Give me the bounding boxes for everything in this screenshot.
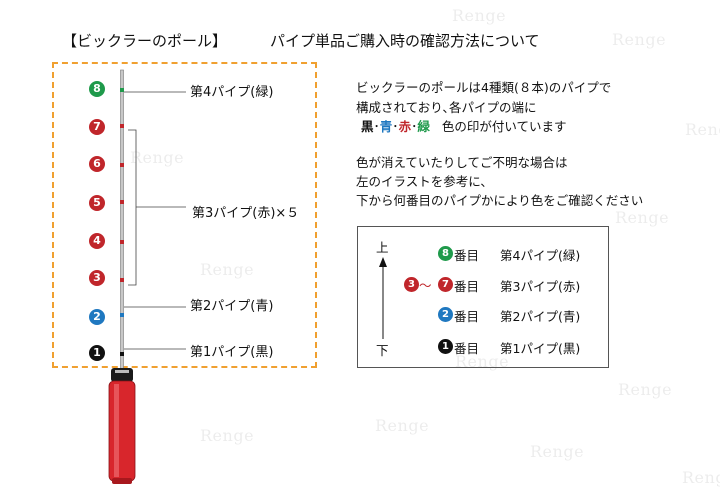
watermark: Renge <box>615 208 670 227</box>
legend-pipe2: 第2パイプ(青) <box>500 309 581 324</box>
pole-illustration-frame: 8 7 6 5 4 3 2 1 第4パイプ(緑) 第3パイプ(赤)×５ 第2パイ… <box>52 62 317 368</box>
pipe-badge-7: 7 <box>89 119 105 135</box>
watermark: Renge <box>530 442 585 461</box>
description-line-2: 構成されており､各パイプの端に <box>356 100 537 115</box>
legend-top-label: 上 <box>376 240 389 255</box>
pipe-mark-1 <box>120 352 124 356</box>
color-blue-text: 青 <box>379 119 393 134</box>
pipe-mark-2 <box>120 313 124 317</box>
legend-banme: 番目 <box>454 279 480 294</box>
watermark: Renge <box>200 260 255 279</box>
handle-bottom <box>112 478 132 484</box>
watermark: Renge <box>452 6 507 25</box>
legend-tilde: 〜 <box>419 278 432 293</box>
pipe-badge-2: 2 <box>89 309 105 325</box>
legend-box: 上 下 8 番目 第4パイプ(緑) 3 〜 7 番目 第3パイプ(赤) 2 番目… <box>357 226 609 368</box>
watermark: Renge <box>375 416 430 435</box>
pipe-badge-8: 8 <box>89 81 105 97</box>
legend-badge-8: 8 <box>438 246 453 261</box>
description-line-3: 黒･青･赤･緑色の印が付いています <box>361 119 567 134</box>
legend-banme: 番目 <box>454 341 480 356</box>
watermark: Renge <box>130 148 185 167</box>
pipe-badge-6: 6 <box>89 156 105 172</box>
pipe-badge-5: 5 <box>89 195 105 211</box>
color-red-text: 赤 <box>398 119 412 134</box>
description-line-5: 左のイラストを参考に、 <box>356 174 493 189</box>
watermark: Renge <box>612 30 667 49</box>
pipe4-label: 第4パイプ(緑) <box>190 85 274 100</box>
up-down-arrow <box>379 257 387 339</box>
legend-pipe1: 第1パイプ(黒) <box>500 341 581 356</box>
pole-shaft <box>120 69 124 376</box>
pipe-mark-3 <box>120 200 124 204</box>
description-line-6: 下から何番目のパイプかにより色をご確認ください <box>356 193 644 208</box>
legend-banme: 番目 <box>454 309 480 324</box>
legend-banme: 番目 <box>454 248 480 263</box>
pipe-mark-3 <box>120 240 124 244</box>
pipe2-label: 第2パイプ(青) <box>190 299 274 314</box>
handle-grip <box>108 380 136 482</box>
color-black-text: 黒 <box>361 119 374 134</box>
watermark: Renge <box>682 468 720 487</box>
page-title-product: 【ビックラーのポール】 <box>62 32 228 50</box>
color-green-text: 緑 <box>417 119 430 134</box>
pipe3-bracket <box>128 129 137 286</box>
watermark: Renge <box>685 120 720 139</box>
legend-badge-1: 1 <box>438 339 453 354</box>
legend-badge-7: 7 <box>438 277 453 292</box>
watermark: Renge <box>618 380 673 399</box>
pipe-badge-3: 3 <box>89 270 105 286</box>
watermark: Renge <box>455 352 510 371</box>
legend-badge-3: 3 <box>404 277 419 292</box>
pipe1-label: 第1パイプ(黒) <box>190 345 274 360</box>
watermark: Renge <box>200 426 255 445</box>
pipe-mark-3 <box>120 124 124 128</box>
pipe-mark-4 <box>120 88 124 92</box>
legend-pipe3: 第3パイプ(赤) <box>500 279 581 294</box>
pipe3-label: 第3パイプ(赤)×５ <box>192 206 300 221</box>
page-title: パイプ単品ご購入時の確認方法について <box>270 32 540 50</box>
pipe-mark-3 <box>120 163 124 167</box>
description-line-1: ビックラーのポールは4種類(８本)のパイプで <box>356 80 612 95</box>
pipe-mark-3 <box>120 278 124 282</box>
pipe-badge-4: 4 <box>89 233 105 249</box>
legend-badge-2: 2 <box>438 307 453 322</box>
legend-pipe4: 第4パイプ(緑) <box>500 248 581 263</box>
legend-bottom-label: 下 <box>376 343 389 358</box>
description-line-4: 色が消えていたりしてご不明な場合は <box>356 155 568 170</box>
pipe-badge-1: 1 <box>89 345 105 361</box>
